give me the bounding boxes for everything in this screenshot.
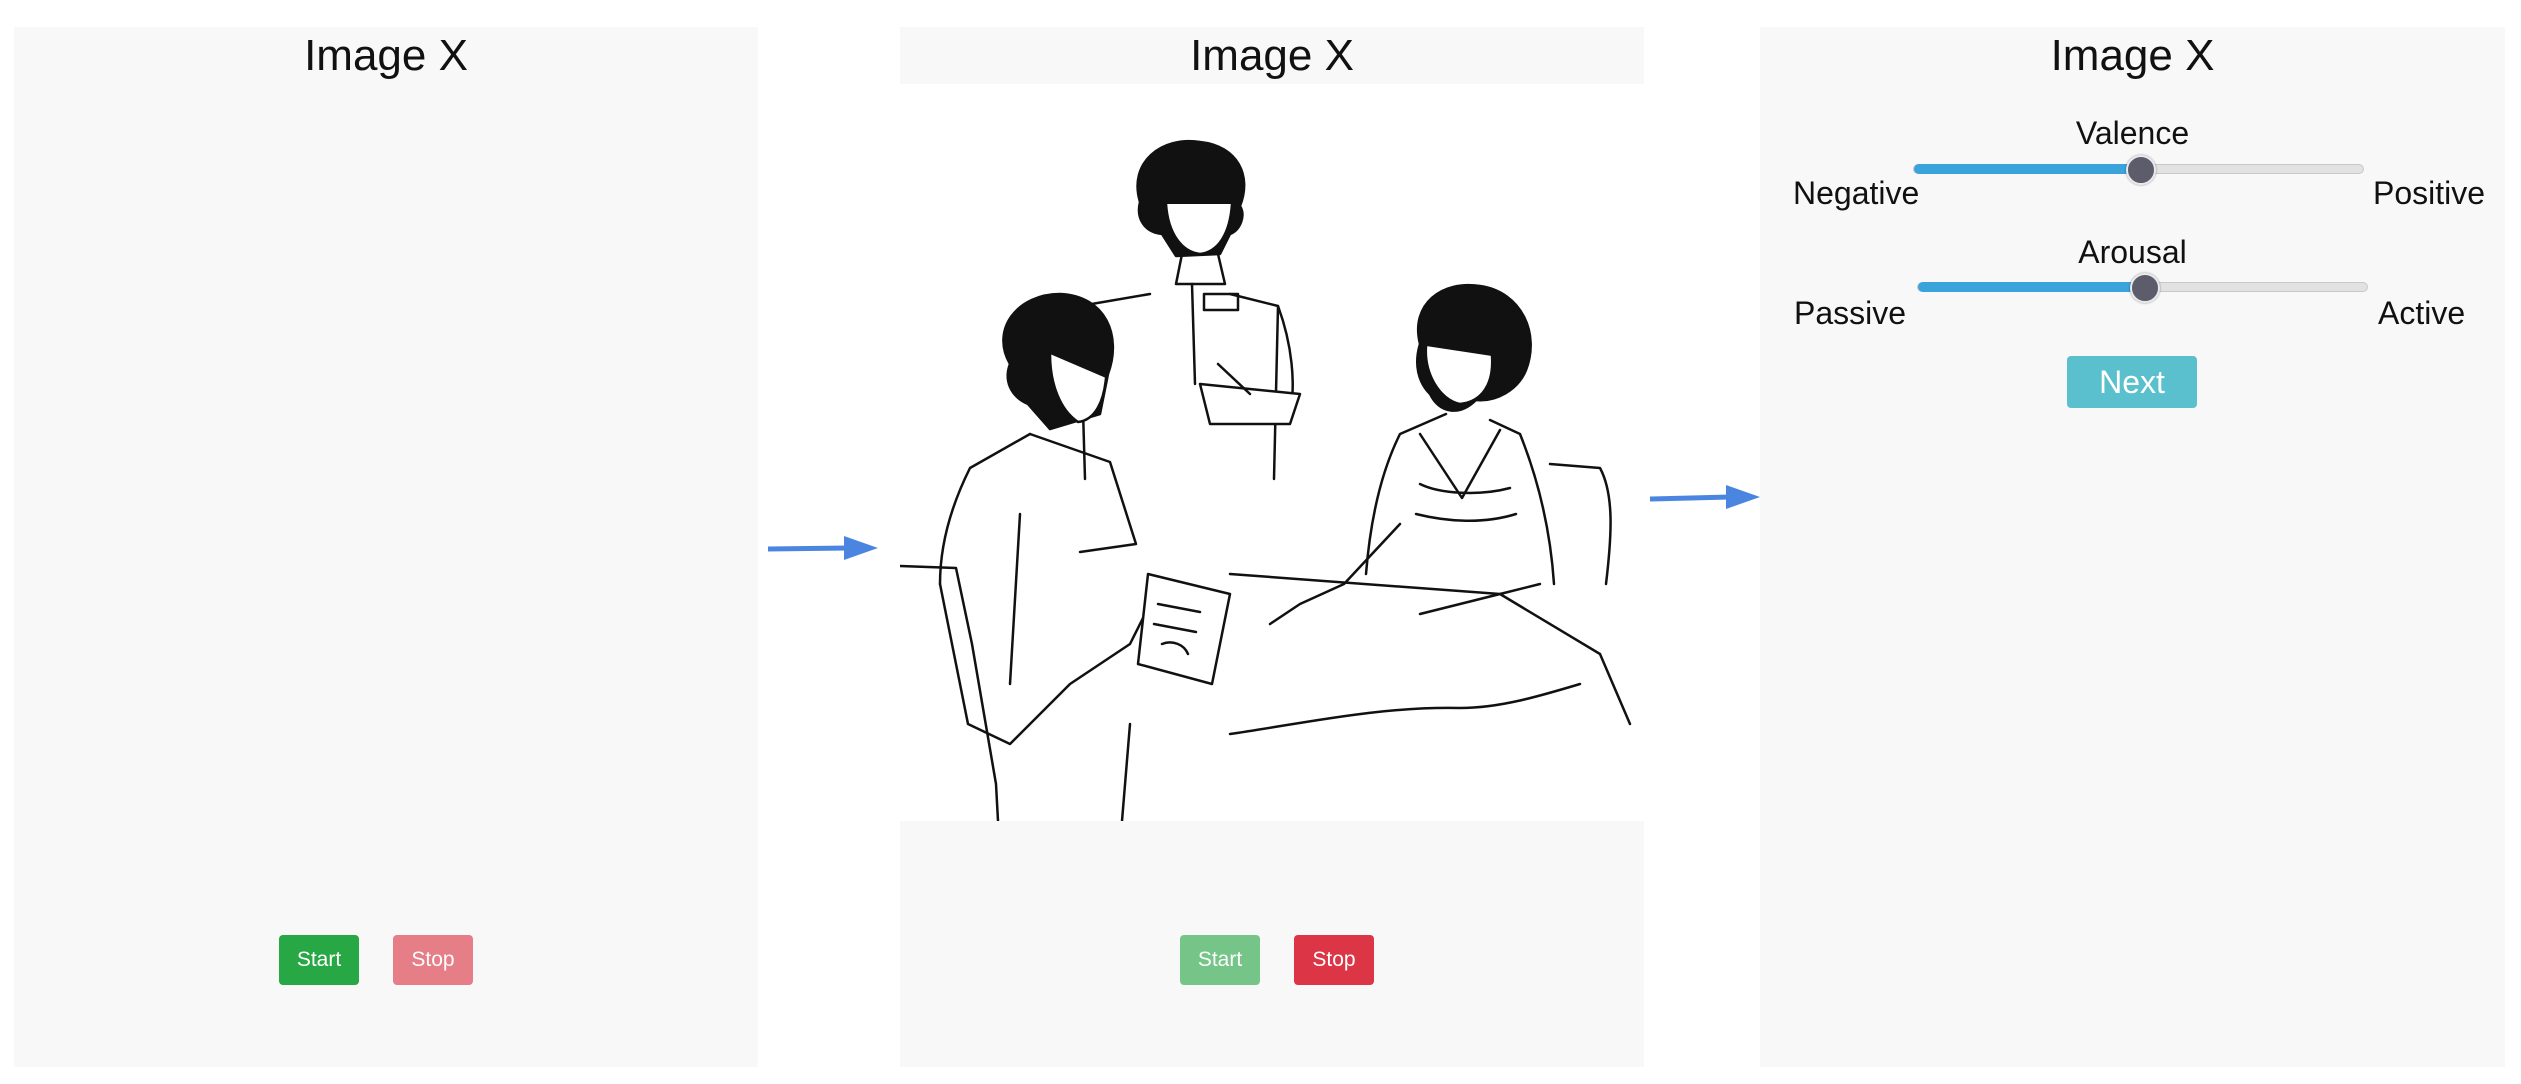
panel-title: Image X bbox=[2050, 31, 2215, 80]
stimulus-image bbox=[898, 84, 1644, 823]
arousal-low-label: Passive bbox=[1794, 295, 1907, 331]
panel-title: Image X bbox=[1190, 31, 1354, 80]
right-arrow-icon bbox=[1649, 485, 1760, 509]
restaurant-scene-illustration bbox=[898, 139, 1632, 823]
arousal-title: Arousal bbox=[2078, 234, 2187, 270]
valence-slider[interactable] bbox=[1913, 155, 2364, 185]
arousal-slider-thumb[interactable] bbox=[2129, 273, 2160, 303]
next-button[interactable]: Next bbox=[2067, 356, 2197, 408]
start-button[interactable]: Start bbox=[279, 935, 359, 985]
stop-button[interactable]: Stop bbox=[393, 935, 473, 985]
valence-slider-thumb[interactable] bbox=[2125, 155, 2156, 185]
panel-initial: Image X Start Stop bbox=[14, 27, 758, 1067]
panel-rating: Image X Valence Negative Positive Arousa… bbox=[1760, 27, 2505, 1067]
valence-title: Valence bbox=[2075, 115, 2190, 151]
arousal-slider[interactable] bbox=[1917, 273, 2368, 303]
arousal-high-label: Active bbox=[2378, 295, 2466, 331]
panel-title: Image X bbox=[304, 31, 468, 80]
start-button[interactable]: Start bbox=[1180, 935, 1260, 985]
valence-high-label: Positive bbox=[2373, 175, 2486, 211]
valence-slider-fill bbox=[1914, 164, 2139, 174]
panel-viewing: Image X bbox=[898, 27, 1644, 1067]
stop-button[interactable]: Stop bbox=[1294, 935, 1374, 985]
arousal-slider-fill bbox=[1918, 282, 2143, 292]
valence-low-label: Negative bbox=[1793, 175, 1920, 211]
right-arrow-icon bbox=[767, 536, 878, 560]
